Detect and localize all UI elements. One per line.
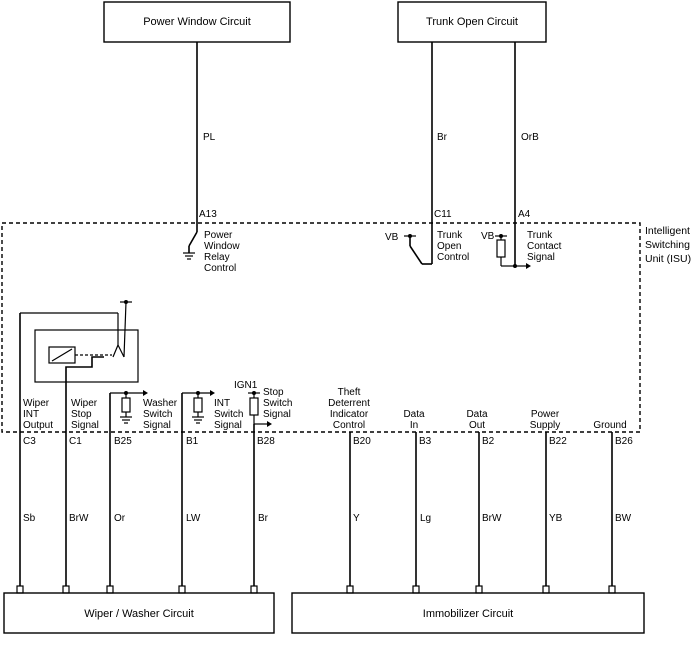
- pin-data-out: Data Out B2 BrW: [466, 409, 502, 594]
- ign1-label: IGN1: [234, 380, 258, 391]
- wiper-relay: [20, 300, 139, 383]
- wire-color-br-bottom: Br: [258, 513, 269, 524]
- terminal-c3: C3: [23, 436, 36, 447]
- trunk-contact-label-2: Contact: [527, 241, 562, 252]
- trunk-contact-wire: OrB A4 VB Trunk Contact Signal: [481, 42, 562, 269]
- wiper-washer-circuit-box: Wiper / Washer Circuit: [3, 592, 275, 634]
- trunk-open-label-3: Control: [437, 252, 469, 263]
- terminal-a13: A13: [199, 209, 217, 220]
- pin-c1-label-1: Wiper: [71, 398, 98, 409]
- power-window-wire: PL A13 Power Window Relay Control: [183, 42, 240, 274]
- pin-wiper-stop-signal: Wiper Stop Signal C1 BrW: [62, 356, 104, 594]
- wire-color-lg: Lg: [420, 513, 431, 524]
- terminal-c1: C1: [69, 436, 82, 447]
- pw-relay-label-1: Power: [204, 230, 233, 241]
- isu-label-line2: Switching: [645, 239, 690, 251]
- terminal-b20: B20: [353, 436, 371, 447]
- pin-c1-label-3: Signal: [71, 420, 99, 431]
- wiper-washer-circuit-title: Wiper / Washer Circuit: [84, 608, 194, 620]
- isu-label-line1: Intelligent: [645, 225, 690, 237]
- terminal-b2: B2: [482, 436, 495, 447]
- pin-c1-label-2: Stop: [71, 409, 92, 420]
- pin-b20-label-3: Indicator: [330, 409, 369, 420]
- pw-relay-label-4: Control: [204, 263, 236, 274]
- wire-color-yb: YB: [549, 513, 563, 524]
- trunk-open-circuit-box: Trunk Open Circuit: [397, 1, 547, 43]
- pin-int-switch-signal: INT Switch Signal B1 LW: [178, 390, 243, 594]
- trunk-contact-vb: VB: [481, 231, 495, 242]
- wire-color-lw: LW: [186, 513, 201, 524]
- pin-power-supply: Power Supply B22 YB: [530, 409, 567, 594]
- isu-border: [1, 222, 641, 433]
- terminal-b1: B1: [186, 436, 199, 447]
- pin-b28-label-1: Stop: [263, 387, 284, 398]
- pin-c3-label-1: Wiper: [23, 398, 50, 409]
- pin-b1-label-1: INT: [214, 398, 230, 409]
- immobilizer-circuit-title: Immobilizer Circuit: [423, 608, 513, 620]
- wire-color-brw-c1: BrW: [69, 513, 89, 524]
- power-window-circuit-title: Power Window Circuit: [143, 16, 251, 28]
- isu-label: Intelligent Switching Unit (ISU): [645, 225, 691, 265]
- wire-color-brw-b2: BrW: [482, 513, 502, 524]
- trunk-open-label-1: Trunk: [437, 230, 463, 241]
- wire-color-y: Y: [353, 513, 360, 524]
- terminal-b22: B22: [549, 436, 567, 447]
- pin-b28-label-2: Switch: [263, 398, 292, 409]
- pin-b20-label-2: Deterrent: [328, 398, 370, 409]
- pin-b3-label-1: Data: [403, 409, 425, 420]
- terminal-b3: B3: [419, 436, 432, 447]
- pin-washer-switch-signal: Washer Switch Signal B25 Or: [106, 390, 178, 594]
- power-window-circuit-box: Power Window Circuit: [103, 1, 291, 43]
- wire-color-sb: Sb: [23, 513, 36, 524]
- trunk-open-wire: VB Br C11 Trunk Open Control: [385, 42, 469, 265]
- pw-relay-label-3: Relay: [204, 252, 230, 263]
- trunk-open-label-2: Open: [437, 241, 461, 252]
- pin-b28-label-3: Signal: [263, 409, 291, 420]
- trunk-contact-label-1: Trunk: [527, 230, 553, 241]
- wire-color-br-top: Br: [437, 132, 448, 143]
- pin-b25-label-3: Signal: [143, 420, 171, 431]
- wire-color-or: Or: [114, 513, 126, 524]
- pin-data-in: Data In B3 Lg: [403, 409, 432, 594]
- isu-label-line3: Unit (ISU): [645, 253, 691, 265]
- pin-c3-label-3: Output: [23, 420, 53, 431]
- pin-b2-label-1: Data: [466, 409, 488, 420]
- pin-theft-deterrent: Theft Deterrent Indicator Control B20 Y: [328, 387, 371, 594]
- trunk-open-circuit-title: Trunk Open Circuit: [426, 16, 518, 28]
- terminal-b26: B26: [615, 436, 633, 447]
- pin-b26-label-1: Ground: [593, 420, 626, 431]
- terminal-b28: B28: [257, 436, 275, 447]
- terminal-b25: B25: [114, 436, 132, 447]
- terminal-c11: C11: [434, 209, 452, 220]
- pin-wiper-int-output: Wiper INT Output C3 Sb: [16, 313, 53, 594]
- pin-b25-label-1: Washer: [143, 398, 178, 409]
- trunk-contact-label-3: Signal: [527, 252, 555, 263]
- immobilizer-circuit-box: Immobilizer Circuit: [291, 592, 645, 634]
- pin-c3-label-2: INT: [23, 409, 39, 420]
- terminal-a4: A4: [518, 209, 531, 220]
- trunk-open-vb: VB: [385, 232, 399, 243]
- pin-b22-label-2: Supply: [530, 420, 561, 431]
- pin-b3-label-2: In: [410, 420, 418, 431]
- pin-b2-label-2: Out: [469, 420, 485, 431]
- pin-b20-label-4: Control: [333, 420, 365, 431]
- pin-ground: Ground B26 BW: [593, 420, 633, 594]
- pin-b25-label-2: Switch: [143, 409, 172, 420]
- pin-b22-label-1: Power: [531, 409, 560, 420]
- wire-color-pl: PL: [203, 132, 216, 143]
- pin-stop-switch-signal: IGN1 Stop Switch Signal B28 Br: [234, 380, 292, 594]
- wire-color-bw: BW: [615, 513, 632, 524]
- pin-b20-label-1: Theft: [338, 387, 361, 398]
- pw-relay-label-2: Window: [204, 241, 240, 252]
- pin-b1-label-3: Signal: [214, 420, 242, 431]
- wire-color-orb: OrB: [521, 132, 539, 143]
- pin-b1-label-2: Switch: [214, 409, 243, 420]
